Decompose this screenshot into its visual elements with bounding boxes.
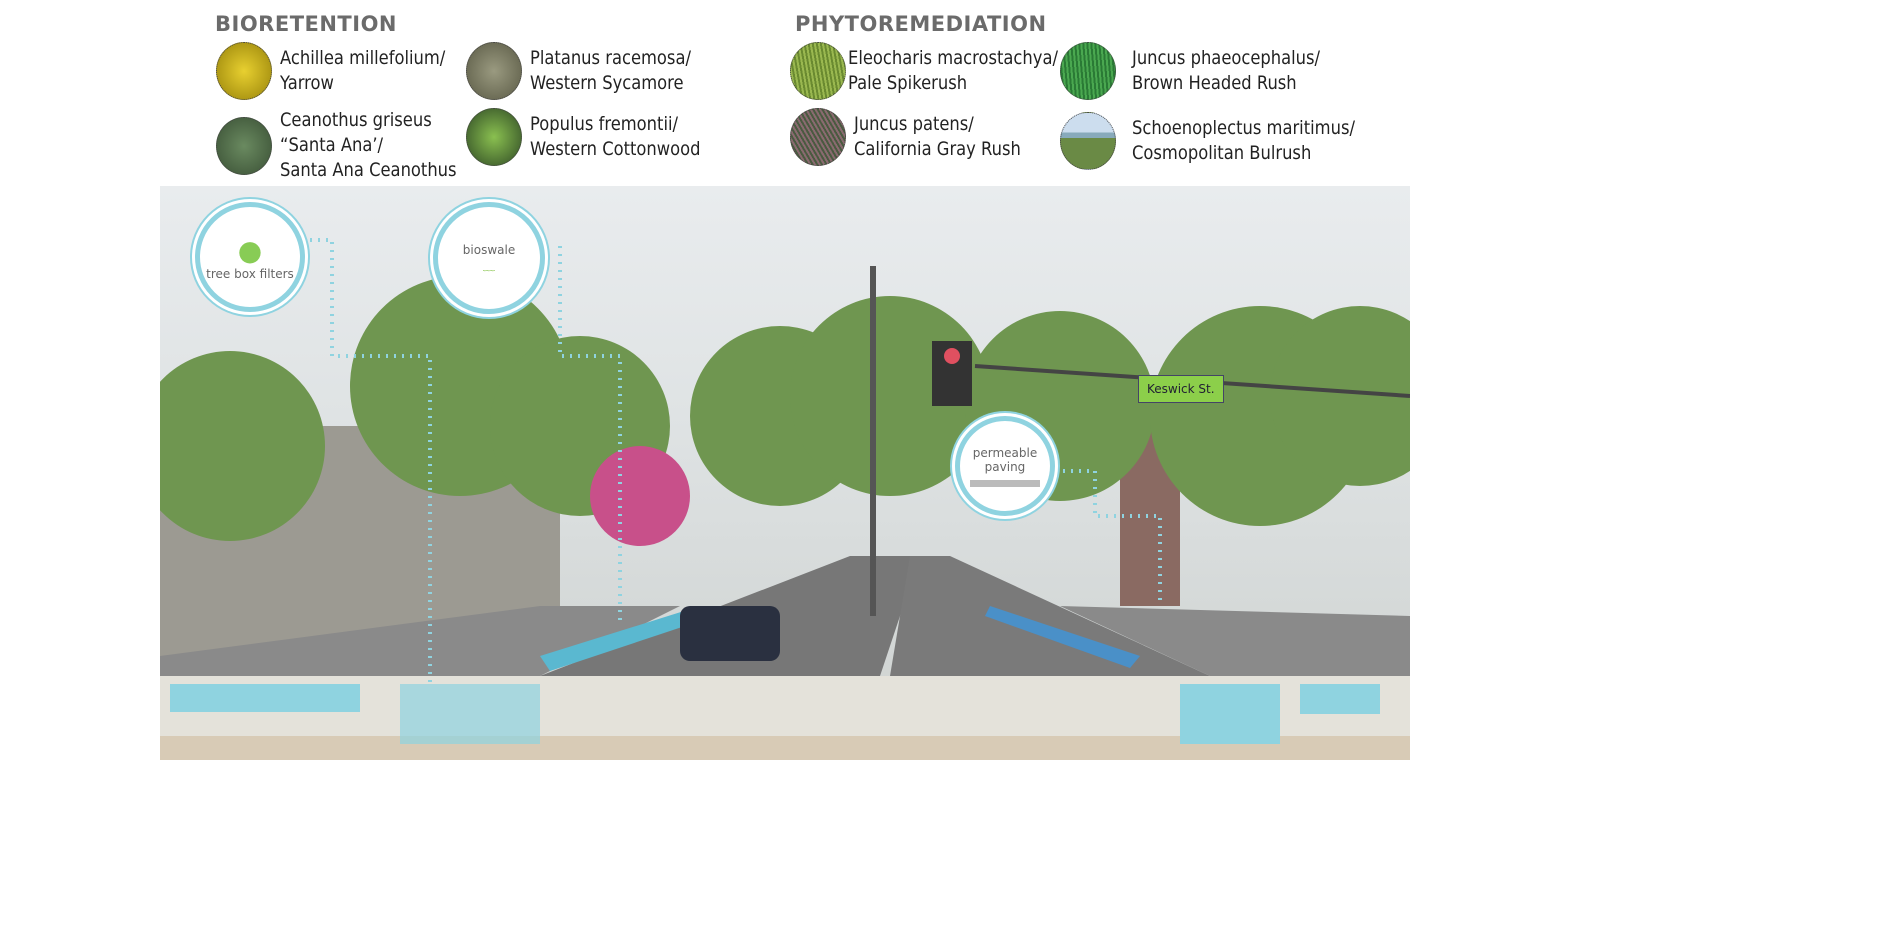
brown-headed-rush-thumbnail xyxy=(1060,42,1116,100)
flow-arrow xyxy=(985,606,1140,668)
callout-label: paving xyxy=(984,459,1026,474)
plant-common: Cosmopolitan Bulrush xyxy=(1132,142,1312,164)
yarrow-thumbnail xyxy=(216,42,272,100)
ceanothus-thumbnail xyxy=(216,116,272,175)
swale-icon: ﹏ xyxy=(482,258,495,273)
callout-label: permeable xyxy=(972,445,1038,460)
plant-common: Brown Headed Rush xyxy=(1132,72,1297,94)
callout-label: tree box filters xyxy=(206,266,294,281)
plant-ceanothus: Ceanothus griseus “Santa Ana’/ Santa Ana C… xyxy=(216,108,485,183)
red-light xyxy=(944,348,960,364)
plant-name-2: “Santa Ana’/ xyxy=(280,134,384,156)
plant-common: Santa Ana Ceanothus xyxy=(280,159,457,181)
street-illustration xyxy=(160,238,1410,760)
plant-yarrow: Achillea millefolium/Yarrow xyxy=(216,42,472,100)
tree-box-filters-callout[interactable]: ●tree box filters xyxy=(195,202,305,312)
permeable-paving-layer xyxy=(1300,684,1380,714)
plant-bulrush: Schoenoplectus maritimus/Cosmopolitan Bu… xyxy=(1060,112,1391,170)
road xyxy=(890,556,1210,676)
plant-common: Western Sycamore xyxy=(530,72,684,94)
plant-name: Ceanothus griseus xyxy=(280,109,432,131)
gray-rush-thumbnail xyxy=(790,108,846,166)
paving-icon xyxy=(970,479,1040,487)
bike-lane xyxy=(1060,606,1410,676)
plant-name: Schoenoplectus maritimus/ xyxy=(1132,117,1355,139)
phytoremediation-title: PHYTOREMEDIATION xyxy=(795,12,1047,36)
plant-name: Juncus phaeocephalus/ xyxy=(1132,47,1321,69)
tree-icon: ● xyxy=(237,233,263,267)
permeable-paving-layer xyxy=(170,684,360,712)
flow-arrow xyxy=(540,606,700,671)
cottonwood-thumbnail xyxy=(466,108,522,166)
plant-name: Achillea millefolium/ xyxy=(280,47,446,69)
plant-brown-headed-rush: Juncus phaeocephalus/Brown Headed Rush xyxy=(1060,42,1351,100)
callout-label: bioswale xyxy=(462,242,516,257)
bulrush-thumbnail xyxy=(1060,112,1116,170)
plant-common: Pale Spikerush xyxy=(848,72,968,94)
plant-gray-rush: Juncus patens/California Gray Rush xyxy=(790,108,1048,166)
car xyxy=(680,606,780,661)
street-light-pole xyxy=(870,266,876,616)
sycamore-thumbnail xyxy=(466,42,522,100)
plant-sycamore: Platanus racemosa/Western Sycamore xyxy=(466,42,717,100)
spikerush-thumbnail xyxy=(790,42,846,100)
plant-common: Yarrow xyxy=(280,72,334,94)
plant-name: Eleocharis macrostachya/ xyxy=(848,47,1058,69)
redbud-tree xyxy=(590,446,690,546)
bioswale-callout[interactable]: bioswale﹏ xyxy=(433,202,545,314)
plant-name: Platanus racemosa/ xyxy=(530,47,691,69)
plant-name: Populus fremontii/ xyxy=(530,113,679,135)
tree-box-filter-section xyxy=(400,684,540,744)
callout-leaders xyxy=(310,238,1162,686)
bioretention-title: BIORETENTION xyxy=(215,12,397,36)
plant-common: Western Cottonwood xyxy=(530,138,701,160)
street-sign: Keswick St. xyxy=(1138,375,1224,403)
bioswale-section xyxy=(1180,684,1280,744)
plant-spikerush: Eleocharis macrostachya/Pale Spikerush xyxy=(790,42,1092,100)
plant-name: Juncus patens/ xyxy=(854,113,974,135)
plant-cottonwood: Populus fremontii/Western Cottonwood xyxy=(466,108,728,166)
plant-common: California Gray Rush xyxy=(854,138,1021,160)
